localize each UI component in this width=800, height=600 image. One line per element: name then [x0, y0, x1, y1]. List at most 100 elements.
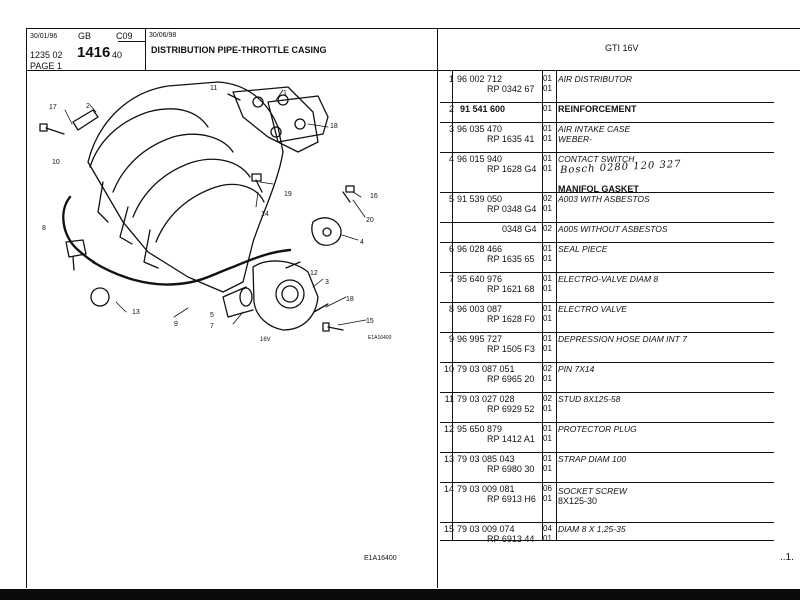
scan-edge-bar — [0, 589, 800, 600]
date-right: 30/06/98 — [149, 32, 177, 39]
part-index: 15 — [443, 524, 454, 534]
quantity: 04 — [543, 524, 552, 533]
part-description: A005 WITHOUT ASBESTOS — [558, 224, 668, 234]
corner-mark: ..1. — [780, 552, 794, 563]
quantity: 01 — [543, 464, 552, 473]
part-number: 95 650 879 — [457, 424, 503, 434]
runner-inner-1 — [97, 181, 109, 223]
row-separator — [440, 392, 774, 393]
row-separator — [440, 452, 774, 453]
reinforcement — [72, 109, 99, 131]
part-index: 13 — [443, 454, 454, 464]
rp-reference: RP 1621 68 — [487, 284, 535, 294]
row-separator — [440, 540, 774, 541]
depression-hose — [91, 248, 292, 286]
quantity: 01 — [543, 424, 552, 433]
quantity: 02 — [543, 194, 552, 203]
model-label: GTI 16V — [605, 43, 639, 53]
col-line-qty — [542, 70, 543, 540]
part-number: 79 03 009 074 — [457, 524, 515, 534]
throttle-body — [252, 260, 319, 331]
part-description: SOCKET SCREW — [558, 486, 627, 496]
part-description: CONTACT SWITCH — [558, 154, 635, 164]
figure-code: E1A16400 — [368, 335, 392, 341]
row-separator — [440, 192, 774, 193]
main-divider — [437, 28, 438, 588]
part-description: A003 WITH ASBESTOS — [558, 194, 650, 204]
manifold-body-outline — [87, 81, 284, 293]
part-number: 95 640 976 — [457, 274, 503, 284]
quantity: 01 — [543, 204, 552, 213]
quantity: 01 — [543, 274, 552, 283]
rp-reference: RP 1505 F3 — [487, 344, 535, 354]
gasket — [267, 95, 329, 143]
part-description: SEAL PIECE — [558, 244, 608, 254]
footer-code: E1A16400 — [364, 555, 397, 562]
rp-reference: RP 1635 65 — [487, 254, 535, 264]
part-index: 4 — [448, 154, 454, 164]
rp-reference: RP 0348 G4 — [487, 204, 537, 214]
runner-1 — [89, 108, 209, 168]
quantity: 01 — [543, 254, 552, 263]
part-index: 11 — [444, 394, 454, 404]
contact-switch — [311, 217, 342, 246]
part-description: DIAM 8 X 1,25-35 — [558, 524, 626, 534]
callout-3: 3 — [325, 279, 329, 286]
runner-inner-3 — [143, 229, 159, 269]
callout-5: 5 — [210, 312, 214, 319]
callout-2: 2 — [86, 103, 90, 110]
part-index: 9 — [448, 334, 454, 344]
quantity: 01 — [543, 84, 552, 93]
part-description: WEBER- — [558, 134, 592, 144]
quantity: 02 — [543, 394, 552, 403]
rp-reference: RP 6965 20 — [487, 374, 535, 384]
part-description: PIN 7X14 — [558, 364, 595, 374]
quantity: 01 — [543, 454, 552, 463]
date-left: 30/01/96 — [30, 33, 58, 40]
quantity: 01 — [543, 374, 552, 383]
catalog-code: C09 — [116, 31, 133, 41]
part-index: 8 — [448, 304, 454, 314]
part-number: 79 03 009 081 — [457, 484, 515, 494]
row-separator — [440, 272, 774, 273]
part-description: ELECTRO-VALVE DIAM 8 — [558, 274, 659, 284]
part-description: DEPRESSION HOSE DIAM INT 7 — [558, 334, 687, 344]
row-separator — [440, 332, 774, 333]
rp-reference: RP 6929 52 — [487, 404, 535, 414]
callout-18: 18 — [330, 123, 338, 130]
exploded-diagram: 16V E1A16400 11 1 17 2 10 18 19 14 16 20… — [39, 81, 392, 343]
callout-1: 1 — [283, 90, 287, 97]
callout-4: 4 — [360, 239, 364, 246]
quantity: 01 — [543, 134, 552, 143]
callout-19: 19 — [284, 191, 292, 198]
quantity: 01 — [543, 154, 552, 163]
part-index: 14 — [443, 484, 454, 494]
rp-reference: 0348 G4 — [502, 224, 537, 234]
callout-12: 12 — [310, 270, 318, 277]
col-line-index — [452, 70, 453, 540]
runner-3 — [132, 158, 251, 218]
region-code: GB — [78, 31, 92, 41]
rp-reference: RP 1628 G4 — [487, 164, 537, 174]
part-index: 10 — [443, 364, 454, 374]
part-number: 79 03 027 028 — [457, 394, 515, 404]
quantity: 01 — [543, 304, 552, 313]
part-index: 12 — [443, 424, 454, 434]
part-index: 6 — [448, 244, 454, 254]
part-number: 96 028 466 — [457, 244, 503, 254]
ref-main: 1416 — [77, 44, 111, 61]
row-separator — [440, 362, 774, 363]
part-description: PROTECTOR PLUG — [558, 424, 637, 434]
part-description: ELECTRO VALVE — [558, 304, 627, 314]
part-number: 96 035 470 — [457, 124, 503, 134]
